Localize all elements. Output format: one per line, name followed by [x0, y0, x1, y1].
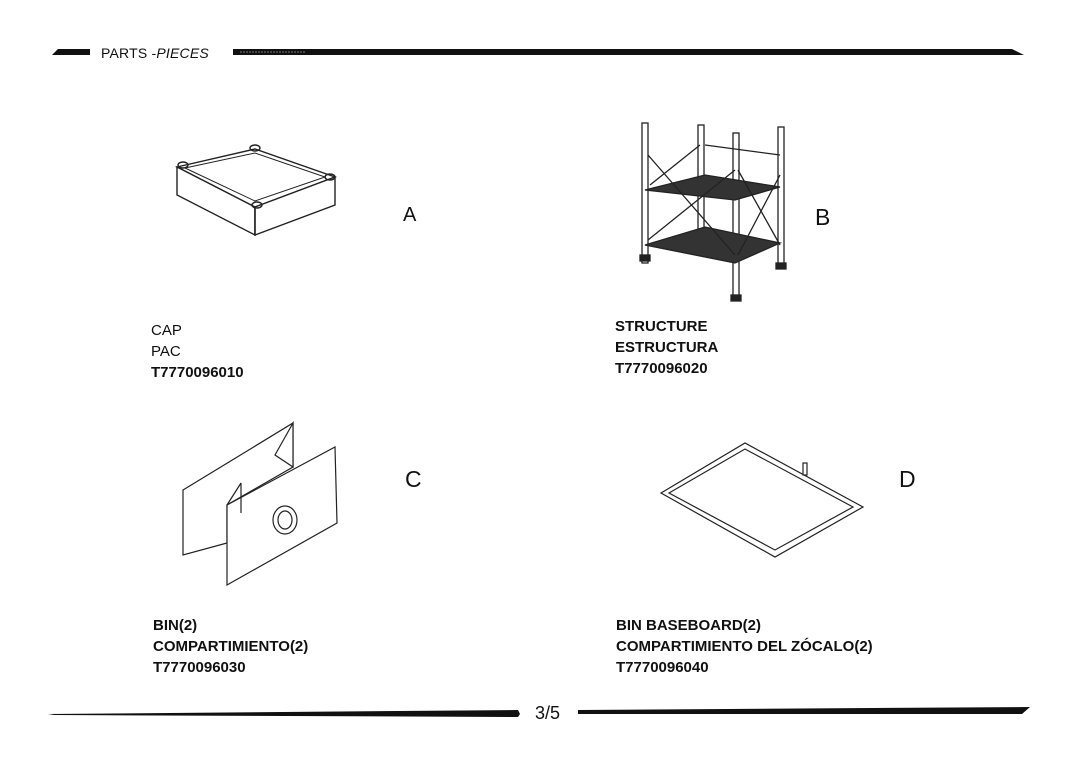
part-letter: B [815, 204, 831, 230]
part-caption: BIN BASEBOARD(2) COMPARTIMIENTO DEL ZÓCA… [616, 615, 873, 678]
part-name-es: COMPARTIMIENTO DEL ZÓCALO(2) [616, 638, 873, 655]
part-name-en: BIN BASEBOARD(2) [616, 617, 762, 634]
header-title: PARTS -PIECES [101, 45, 209, 61]
part-name-es: ESTRUCTURA [615, 339, 719, 356]
part-name-es: COMPARTIMIENTO(2) [153, 638, 309, 655]
part-code: T7770096020 [615, 360, 708, 377]
part-code: T7770096030 [153, 659, 246, 676]
part-name-en: CAP [151, 322, 182, 339]
tray-cap-icon [174, 144, 338, 237]
part-letter: C [405, 466, 422, 492]
part-caption: STRUCTURE ESTRUCTURA T7770096020 [615, 316, 718, 379]
part-code: T7770096040 [616, 659, 709, 676]
page-number: 3/5 [535, 703, 561, 723]
part-name-es: PAC [151, 343, 181, 360]
baseboard-icon [659, 442, 865, 558]
header-left-bar [52, 49, 1024, 55]
part-letter: A [403, 204, 417, 226]
part-name-en: BIN(2) [153, 617, 198, 634]
part-code: T7770096010 [151, 364, 244, 381]
shelf-frame-icon [639, 122, 787, 302]
part-caption: CAP PAC T7770096010 [151, 320, 244, 383]
footer-bars [48, 707, 1030, 717]
part-caption: BIN(2) COMPARTIMIENTO(2) T7770096030 [153, 615, 308, 678]
part-name-en: STRUCTURE [615, 318, 708, 335]
folded-bin-icon [182, 420, 338, 587]
part-letter: D [899, 466, 916, 492]
